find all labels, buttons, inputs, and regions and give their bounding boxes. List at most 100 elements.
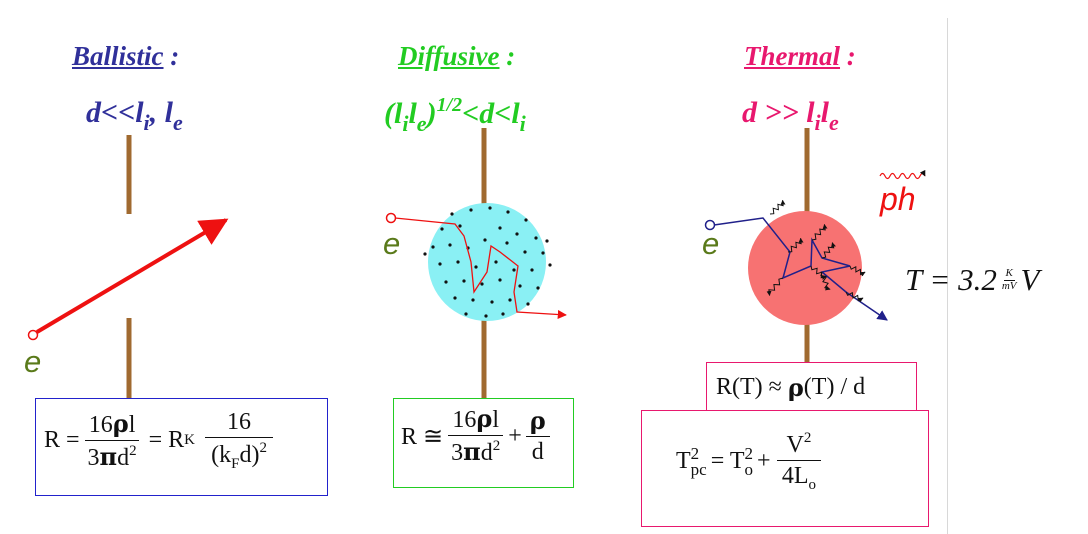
impurity-dot	[469, 208, 473, 212]
ballistic-f2-denominator: (kFd)2	[207, 438, 271, 473]
temperature-unit-num: K	[1003, 266, 1015, 281]
ballistic-condition: d<<li, le	[86, 96, 183, 136]
temperature-formula-var: V	[1020, 262, 1040, 297]
diffusive-formula-lhs: R ≅	[401, 423, 444, 450]
impurity-dot	[440, 227, 444, 231]
diffusive-f1-numerator: 16ρl	[448, 404, 503, 437]
diffusive-formula-box: R ≅ 16ρl 3πd2 + ρ d	[393, 398, 574, 488]
impurity-dot	[450, 212, 454, 216]
thermal-t-pc-sup: 2	[690, 443, 700, 463]
ballistic-f1-num-l: l	[128, 411, 136, 438]
impurity-dot	[438, 262, 442, 266]
ballistic-formula-lhs: R =	[44, 427, 80, 454]
impurity-dot	[462, 279, 466, 283]
diffusive-title-colon: :	[499, 41, 516, 71]
diffusive-formula-fraction-1: 16ρl 3πd2	[447, 404, 504, 467]
diffusive-f2-denominator: d	[531, 438, 544, 465]
diffusive-cond-l: l	[408, 97, 417, 130]
diffusive-f1-num-l: l	[492, 407, 499, 433]
thermal-t-eq: = T	[710, 448, 745, 475]
ballistic-title: Ballistic :	[72, 41, 179, 72]
thermal-r-formula-lhs: R(T) ≈	[716, 374, 788, 400]
thermal-t-denominator: 4Lo	[778, 461, 820, 494]
thermal-t-pc: T	[676, 448, 691, 475]
diffusive-condition: (lile)1/2<d<li	[384, 94, 526, 137]
ballistic-formula-fraction-2: 16 (kFd)2	[205, 409, 274, 473]
ballistic-f1-den-d: d	[117, 444, 130, 471]
thermal-t-plus: +	[756, 448, 771, 475]
impurity-dot	[545, 239, 549, 243]
diffusive-f1-num-rho: ρ	[476, 404, 493, 433]
phonon-label: ph	[880, 181, 916, 217]
impurity-dot	[515, 232, 519, 236]
diffusive-cond-sub-e: e	[416, 111, 427, 136]
impurity-dot	[508, 298, 512, 302]
diffusive-cond-rest: <d<l	[462, 97, 520, 130]
ballistic-trajectory-arrow	[35, 218, 229, 334]
thermal-phonon-emissions	[766, 199, 866, 303]
phonon-wavy-arrow	[879, 169, 926, 180]
impurity-dot	[448, 243, 452, 247]
thermal-t-den-4l: 4L	[781, 463, 809, 490]
temperature-formula: T = 3.2 K mV V	[905, 262, 1039, 298]
thermal-r-formula-rhs: (T) / d	[803, 374, 866, 400]
thermal-resistance-formula: R(T) ≈ ρ(T) / d	[716, 373, 865, 402]
thermal-cond-text: d >> l	[742, 96, 815, 129]
impurity-dot	[453, 296, 457, 300]
impurity-dot	[456, 260, 460, 264]
thermal-t-o-sub: o	[744, 459, 753, 479]
impurity-dot	[423, 252, 427, 256]
diffusive-impurities	[423, 206, 552, 318]
ballistic-f2-den-open: (k	[211, 442, 232, 469]
impurity-dot	[506, 210, 510, 214]
impurity-dot	[483, 238, 487, 242]
diffusive-formula-fraction-2: ρ d	[525, 407, 550, 466]
diffusive-formula-plus: +	[508, 422, 522, 449]
ballistic-f1-numerator: 16ρl	[84, 410, 140, 441]
temperature-formula-lhs: T = 3.2	[905, 262, 997, 297]
ballistic-cond-sep: ,	[149, 96, 165, 129]
impurity-dot	[488, 206, 492, 210]
phonon-emission	[821, 242, 836, 259]
impurity-dot	[530, 268, 534, 272]
diffusive-f1-den-3: 3	[451, 440, 464, 467]
impurity-dot	[490, 300, 494, 304]
diffusive-electron-source	[385, 212, 397, 224]
phonon-emission	[811, 223, 828, 241]
diffusive-title-word: Diffusive	[398, 41, 500, 71]
diffusive-cond-sub-i2: i	[519, 111, 526, 136]
thermal-t-pc-scripts: 2 pc	[690, 443, 707, 478]
thermal-cond-l: l	[820, 96, 829, 129]
ballistic-electron-label: e	[24, 344, 42, 379]
diffusive-f1-den-exp: 2	[492, 438, 501, 455]
thermal-t-numerator: V2	[776, 430, 822, 462]
ballistic-f2-den-sub: F	[231, 456, 240, 473]
ballistic-f1-den-pi: π	[99, 441, 118, 471]
thermal-temperature-formula: T 2 pc = T 2 o + V2 4Lo	[676, 430, 825, 494]
diffusive-random-walk	[394, 217, 567, 320]
impurity-dot	[523, 250, 527, 254]
diffusive-cond-sub-i: i	[402, 111, 409, 136]
phonon-emission	[845, 291, 864, 303]
impurity-dot	[498, 226, 502, 230]
thermal-t-o-sup: 2	[744, 443, 753, 463]
ballistic-f1-den-3: 3	[87, 444, 100, 471]
impurity-dot	[518, 284, 522, 288]
impurity-dot	[536, 286, 540, 290]
ballistic-formula-fraction-1: 16ρl 3πd2	[84, 410, 141, 472]
diffusive-cond-exponent: 1/2	[436, 94, 463, 116]
diffusive-cond-close: )	[426, 97, 437, 130]
phonon-emission	[769, 199, 786, 215]
impurity-dot	[512, 268, 516, 272]
phonon-emission	[766, 277, 784, 296]
thermal-t-num-v: V	[786, 432, 804, 458]
diffusive-f1-den-pi: π	[463, 437, 481, 467]
thermal-title-word: Thermal	[744, 41, 841, 71]
diffusive-formula: R ≅ 16ρl 3πd2 + ρ d	[401, 404, 554, 467]
thermal-cond-sub-e: e	[829, 110, 839, 135]
thermal-condition: d >> lile	[742, 96, 839, 136]
ballistic-cond-sub-i: i	[143, 110, 150, 135]
ballistic-f1-num-16: 16	[88, 411, 113, 438]
